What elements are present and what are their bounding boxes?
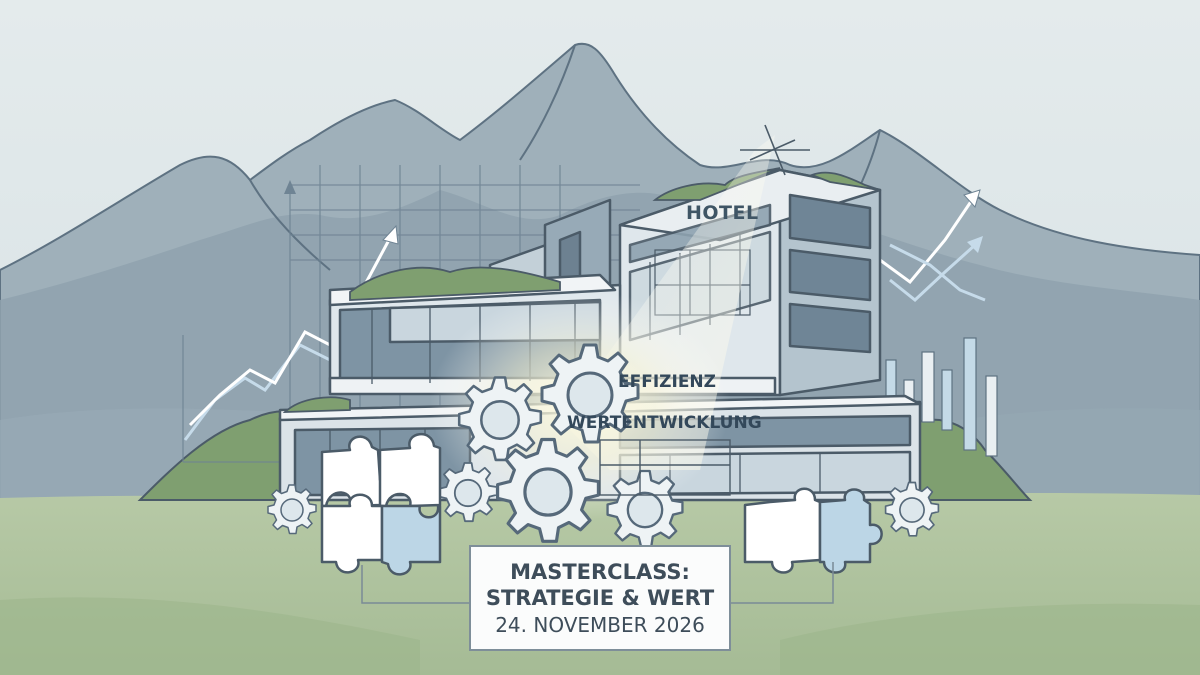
- event-date: 24. NOVEMBER 2026: [495, 613, 705, 637]
- keyword-value-development: WERTENTWICKLUNG: [567, 413, 762, 433]
- event-card: MASTERCLASS: STRATEGIE & WERT 24. NOVEMB…: [469, 545, 731, 651]
- puzzle-piece-icon: [320, 433, 883, 576]
- keyword-efficiency: EFFIZIENZ: [618, 372, 716, 392]
- event-title-line-1: MASTERCLASS:: [510, 560, 690, 584]
- hotel-sign: HOTEL: [686, 202, 759, 224]
- event-title-line-2: STRATEGIE & WERT: [485, 586, 715, 610]
